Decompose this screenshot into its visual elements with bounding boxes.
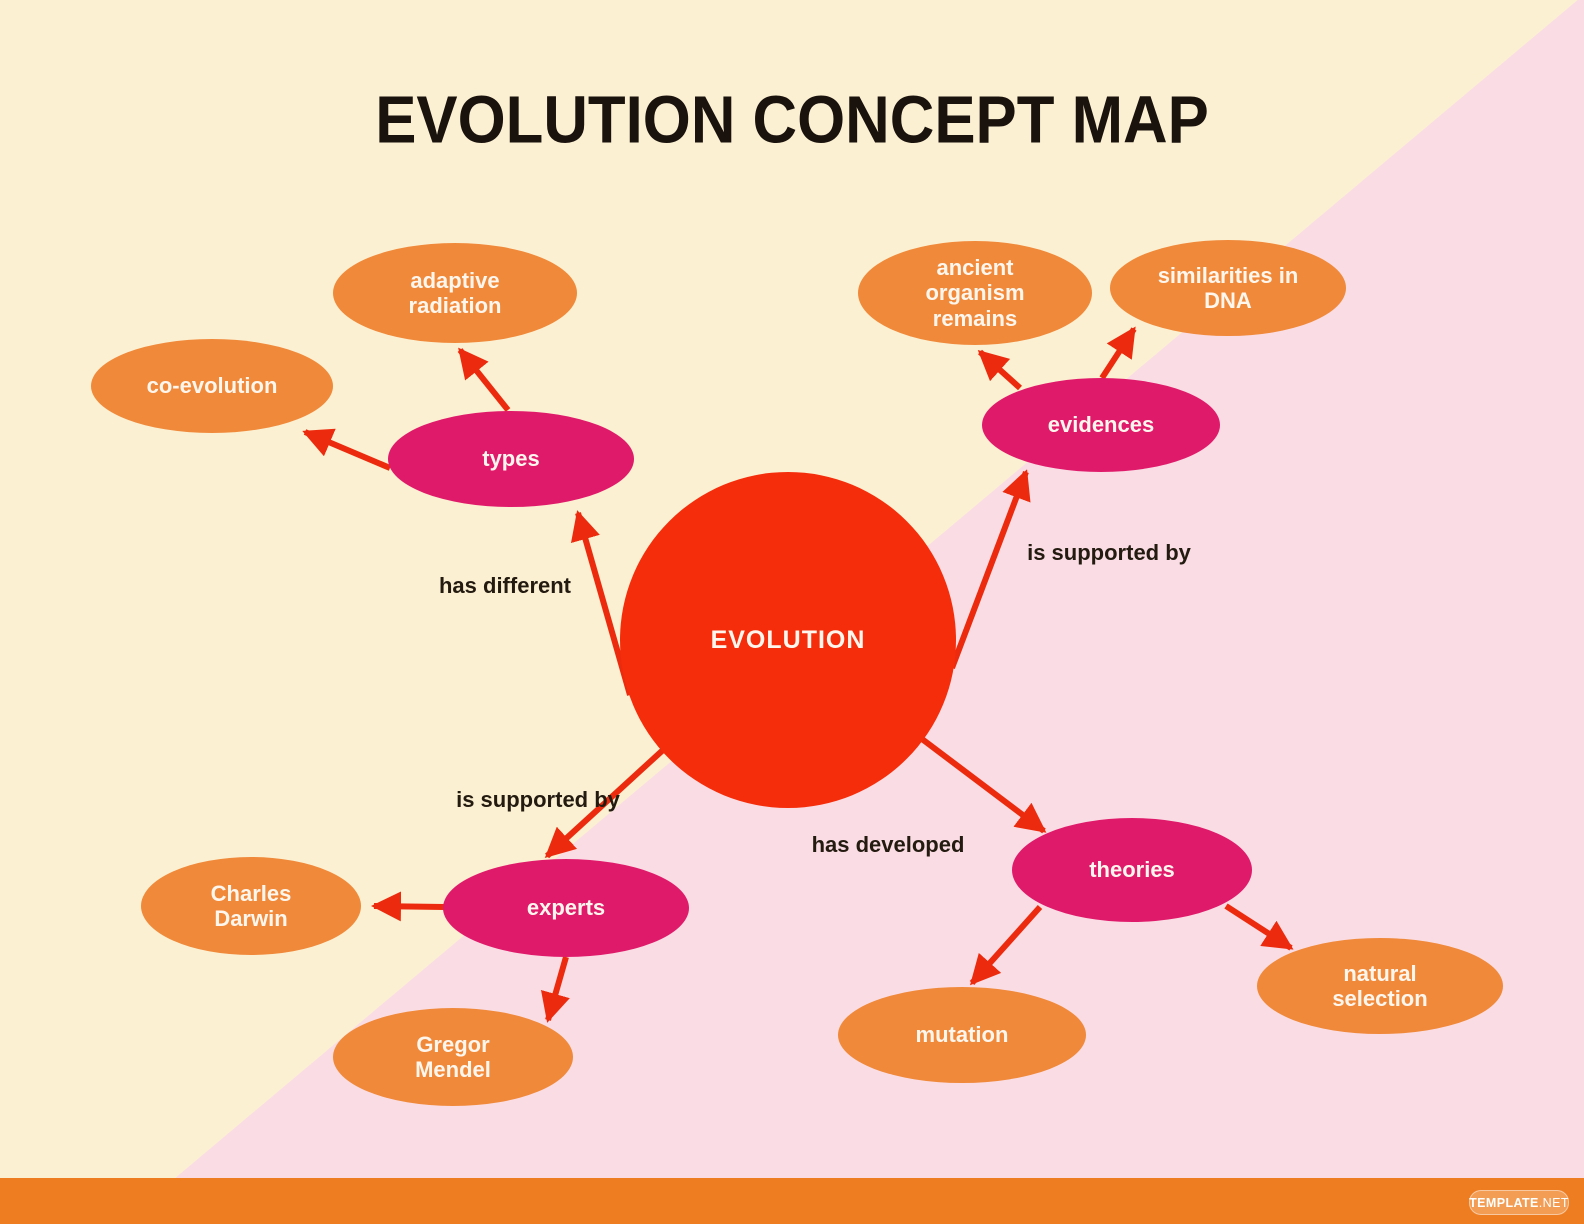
node-mutation-label: mutation <box>915 1022 1009 1048</box>
page-title: EVOLUTION CONCEPT MAP <box>375 82 1209 158</box>
node-evolution-label: EVOLUTION <box>710 625 866 654</box>
brand-tld: .NET <box>1538 1195 1569 1210</box>
node-evidences: evidences <box>982 378 1220 472</box>
node-theories-label: theories <box>1089 857 1175 883</box>
node-evidences-label: evidences <box>1047 412 1155 438</box>
node-charles-darwin: Charles Darwin <box>141 857 361 955</box>
node-experts: experts <box>443 859 689 957</box>
edge-label-is-supported-by-evidences: is supported by <box>1027 540 1191 565</box>
edge-types-to-co-evolution <box>302 428 392 471</box>
node-co-evolution: co-evolution <box>91 339 333 433</box>
node-adaptive-radiation: adaptive radiation <box>333 243 577 343</box>
node-evolution: EVOLUTION <box>620 472 956 808</box>
node-gregor-mendel: Gregor Mendel <box>333 1008 573 1106</box>
node-types-label: types <box>482 446 540 472</box>
edge-experts-to-charles-darwin <box>371 891 445 922</box>
edge-evidences-to-ancient-remains <box>977 349 1023 391</box>
node-natural-selection: natural selection <box>1257 938 1503 1034</box>
node-similarities-in-dna: similarities in DNA <box>1110 240 1346 336</box>
node-types: types <box>388 411 634 507</box>
node-ancient-organism-remains-label: ancient organism remains <box>925 255 1025 331</box>
brand-name: TEMPLATE <box>1469 1195 1539 1210</box>
node-theories: theories <box>1012 818 1252 922</box>
template-net-badge: TEMPLATE.NET <box>1469 1190 1569 1215</box>
node-experts-label: experts <box>526 895 606 921</box>
footer-bar: TEMPLATE.NET <box>0 1178 1584 1224</box>
node-co-evolution-label: co-evolution <box>146 373 278 399</box>
node-mutation: mutation <box>838 987 1086 1083</box>
edge-types-to-adaptive-radiation <box>457 347 511 412</box>
edge-evidences-to-similarities-dna <box>1099 326 1137 380</box>
node-charles-darwin-label: Charles Darwin <box>210 880 292 931</box>
node-gregor-mendel-label: Gregor Mendel <box>415 1031 491 1082</box>
edge-label-has-different: has different <box>438 573 572 598</box>
node-natural-selection-label: natural selection <box>1332 960 1428 1011</box>
edge-label-is-supported-by-experts: is supported by <box>456 787 620 812</box>
node-ancient-organism-remains: ancient organism remains <box>858 241 1092 345</box>
edge-label-has-developed: has developed <box>811 832 965 857</box>
node-similarities-in-dna-label: similarities in DNA <box>1157 262 1299 313</box>
node-adaptive-radiation-label: adaptive radiation <box>408 267 502 318</box>
